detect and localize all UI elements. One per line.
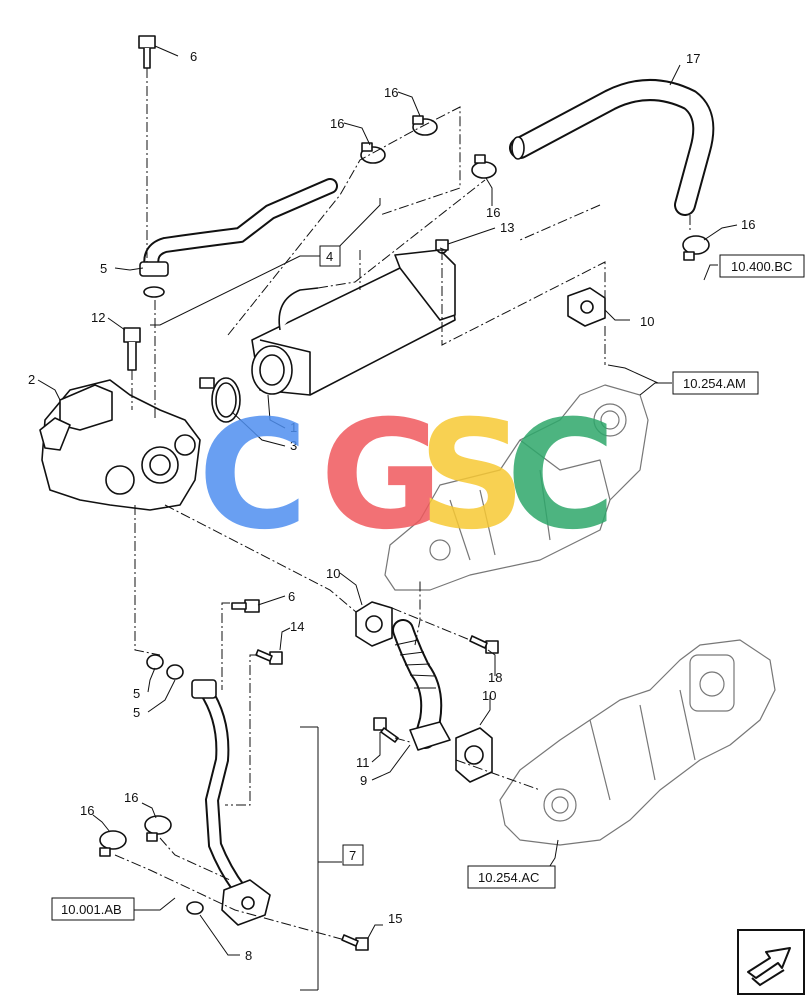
callout-16-b: 16 <box>384 85 398 100</box>
exhaust-manifold-upper <box>384 384 649 591</box>
callout-14: 14 <box>290 619 304 634</box>
reference-10-254-ac[interactable]: 10.254.AC <box>467 865 556 889</box>
watermark-letter-1: C <box>198 389 308 563</box>
callout-17: 17 <box>686 51 700 66</box>
svg-text:10.254.AC: 10.254.AC <box>478 870 539 885</box>
clamp-16-b <box>412 115 438 136</box>
pipe-4 <box>139 178 338 277</box>
o-ring-5-b <box>166 664 184 680</box>
bolt-11 <box>373 717 399 743</box>
callouts: 6 17 16 16 16 13 16 5 12 10 2 1 3 10 6 1… <box>28 49 755 963</box>
callout-11: 11 <box>356 755 370 770</box>
svg-text:10.400.BC: 10.400.BC <box>731 259 792 274</box>
reference-10-400-bc[interactable]: 10.400.BC <box>719 254 805 278</box>
callout-6-top: 6 <box>190 49 197 64</box>
callout-box-7: 7 <box>342 844 364 866</box>
svg-text:10.001.AB: 10.001.AB <box>61 902 122 917</box>
callout-8: 8 <box>245 948 252 963</box>
egr-valve-2 <box>39 379 201 511</box>
hose-17 <box>509 79 715 216</box>
o-ring-5-top <box>143 286 165 298</box>
callout-10-top: 10 <box>640 314 654 329</box>
callout-18: 18 <box>488 670 502 685</box>
flex-pipe-9 <box>392 619 451 751</box>
callout-10-low: 10 <box>482 688 496 703</box>
assembly-lines <box>114 68 691 941</box>
band-clamp-3 <box>199 377 241 423</box>
watermark-letter-2: G <box>320 389 443 563</box>
leader-lines <box>37 45 738 991</box>
gasket-10-mid <box>355 601 393 647</box>
bolt-18 <box>469 635 499 654</box>
clamp-16-a <box>360 142 386 164</box>
washer-8 <box>186 901 204 915</box>
arrow-icon[interactable] <box>737 929 805 995</box>
clamp-16-c <box>471 154 497 179</box>
gasket-10-low <box>455 727 493 783</box>
clamp-16-d <box>682 235 710 261</box>
reference-10-001-ab[interactable]: 10.001.AB <box>51 897 135 921</box>
watermark-letter-4: C <box>506 389 616 563</box>
callout-15: 15 <box>388 911 402 926</box>
callout-12: 12 <box>91 310 105 325</box>
clamp-16-e <box>99 830 127 857</box>
callout-box-4: 4 <box>319 245 341 267</box>
callout-3: 3 <box>290 438 297 453</box>
bolt-12 <box>123 327 141 371</box>
bolt-6-mid <box>231 599 260 613</box>
svg-text:10.254.AM: 10.254.AM <box>683 376 746 391</box>
callout-16-e: 16 <box>80 803 94 818</box>
gasket-10-top <box>567 287 606 327</box>
callout-10-mid: 10 <box>326 566 340 581</box>
callout-16-f: 16 <box>124 790 138 805</box>
callout-2: 2 <box>28 372 35 387</box>
bolt-6-top <box>138 35 156 69</box>
callout-16-c: 16 <box>486 205 500 220</box>
reference-10-254-am[interactable]: 10.254.AM <box>672 371 759 395</box>
callout-1: 1 <box>290 420 297 435</box>
clamp-16-f <box>144 815 172 842</box>
bolt-15 <box>341 934 369 951</box>
callout-16-a: 16 <box>330 116 344 131</box>
egr-tube-lower <box>191 679 271 926</box>
callout-9: 9 <box>360 773 367 788</box>
callout-6-mid: 6 <box>288 589 295 604</box>
svg-text:7: 7 <box>349 848 356 863</box>
callout-13: 13 <box>500 220 514 235</box>
egr-cooler-1 <box>251 242 456 396</box>
o-ring-5-a <box>146 654 164 670</box>
callout-5-a: 5 <box>133 686 140 701</box>
watermark: C G S C <box>198 389 616 563</box>
callout-5-b: 5 <box>133 705 140 720</box>
bolt-14 <box>255 649 283 665</box>
callout-16-d: 16 <box>741 217 755 232</box>
svg-text:4: 4 <box>326 249 333 264</box>
watermark-letter-3: S <box>418 389 526 563</box>
exhaust-manifold-lower <box>499 639 776 846</box>
callout-5-top: 5 <box>100 261 107 276</box>
